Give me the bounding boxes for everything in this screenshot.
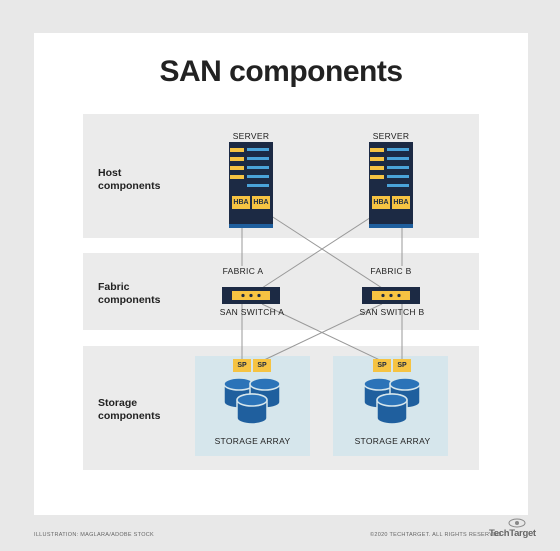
- sp-tag: SP: [373, 359, 391, 372]
- hba-tag: HBA: [252, 196, 270, 209]
- server-label: SERVER: [232, 131, 270, 141]
- hba-tag: HBA: [232, 196, 250, 209]
- sp-tag: SP: [253, 359, 271, 372]
- illustration-credit: ILLUSTRATION: MAGLARA/ADOBE STOCK: [34, 532, 155, 538]
- storage-array-label: STORAGE ARRAY: [214, 436, 291, 446]
- server-label: SERVER: [372, 131, 410, 141]
- fabric-a-label: FABRIC A: [222, 266, 264, 276]
- link-switchB-arrayA: [261, 303, 383, 362]
- switch-b-label: SAN SWITCH B: [359, 307, 425, 317]
- brand-logo: TechTarget: [489, 528, 536, 539]
- host-layer-label: Host components: [98, 167, 161, 192]
- hba-tag: HBA: [372, 196, 390, 209]
- fabric-layer-label: Fabric components: [98, 281, 161, 306]
- hba-tag: HBA: [392, 196, 410, 209]
- storage-array-label: STORAGE ARRAY: [354, 436, 431, 446]
- switch-a-label: SAN SWITCH A: [219, 307, 285, 317]
- copyright: ©2020 TECHTARGET. ALL RIGHTS RESERVED: [370, 532, 502, 538]
- diagram-title: SAN components: [159, 55, 403, 88]
- link-server2-fabricA: [261, 209, 383, 289]
- sp-tag: SP: [393, 359, 411, 372]
- fabric-b-label: FABRIC B: [370, 266, 412, 276]
- sp-tag: SP: [233, 359, 251, 372]
- storage-layer-label: Storage components: [98, 397, 161, 422]
